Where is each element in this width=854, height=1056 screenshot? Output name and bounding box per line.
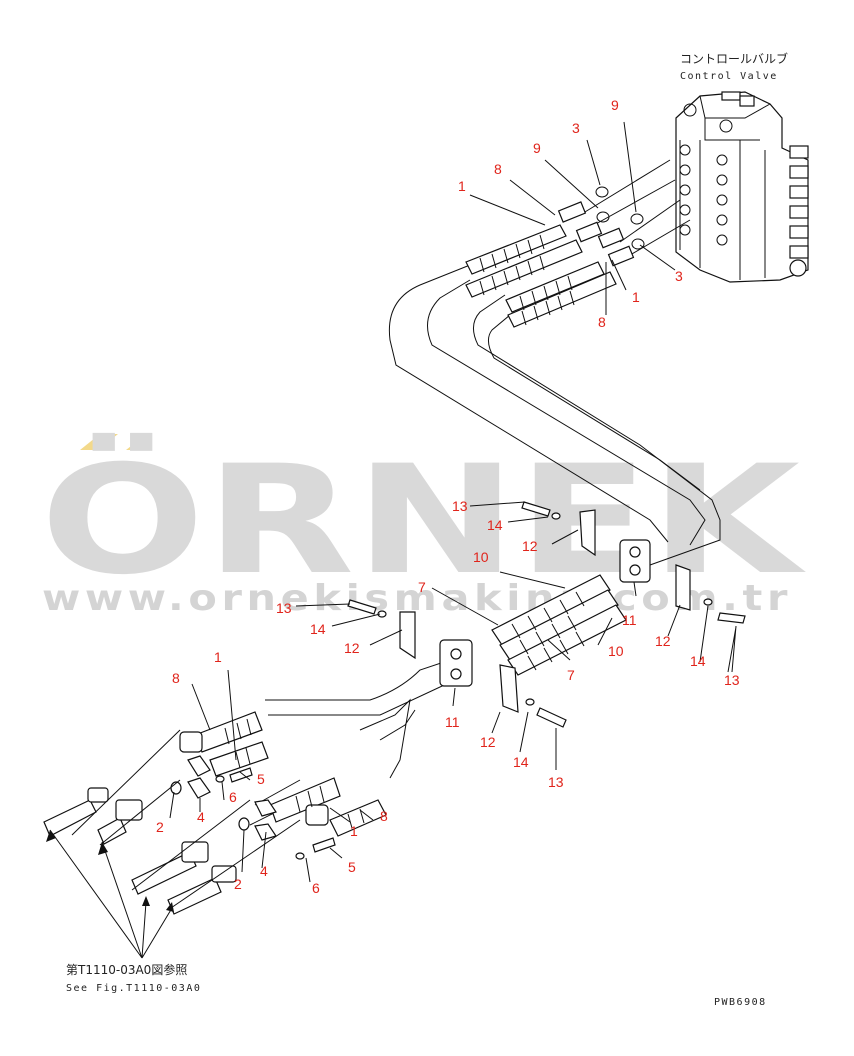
leader-lines xyxy=(169,121,737,883)
callout-number: 14 xyxy=(513,754,529,770)
figure-reference-jp: 第T1110-03A0図参照 xyxy=(66,962,187,977)
callout-number: 8 xyxy=(494,161,502,177)
watermark-accent-right xyxy=(126,434,146,450)
callout-number: 4 xyxy=(197,809,205,825)
callout-number: 12 xyxy=(655,633,671,649)
control-valve-title-en: Control Valve xyxy=(680,71,778,82)
reference-arrows xyxy=(46,829,174,959)
callout-number: 8 xyxy=(380,808,388,824)
callout-number: 3 xyxy=(572,120,580,136)
callout-number: 10 xyxy=(473,549,489,565)
callout-number: 7 xyxy=(567,667,575,683)
drawing-number: PWB6908 xyxy=(714,997,767,1008)
callout-number: 9 xyxy=(611,97,619,113)
callout-number: 5 xyxy=(257,771,265,787)
callout-number: 1 xyxy=(632,289,640,305)
callout-number: 7 xyxy=(418,579,426,595)
callout-number: 14 xyxy=(690,653,706,669)
callout-number: 2 xyxy=(234,876,242,892)
callout-number: 11 xyxy=(622,612,637,628)
hose-routing xyxy=(249,159,721,826)
callout-number: 5 xyxy=(348,859,356,875)
hose-clamp-assembly xyxy=(347,501,746,728)
callout-number: 1 xyxy=(458,178,466,194)
callout-number: 8 xyxy=(172,670,180,686)
callout-number: 12 xyxy=(480,734,496,750)
control-valve-title-jp: コントロールバルブ xyxy=(680,51,788,66)
callout-number: 12 xyxy=(522,538,538,554)
callout-number: 14 xyxy=(310,621,326,637)
callout-number: 1 xyxy=(350,823,358,839)
upper-hose-assemblies xyxy=(465,186,645,328)
lower-hose-fittings xyxy=(43,711,387,915)
callout-number: 8 xyxy=(598,314,606,330)
callout-number: 2 xyxy=(156,819,164,835)
callout-number: 9 xyxy=(533,140,541,156)
callout-number: 6 xyxy=(229,789,237,805)
callout-number: 10 xyxy=(608,643,624,659)
watermark-accent-left xyxy=(80,434,118,450)
callout-number: 11 xyxy=(445,714,460,730)
callout-number: 14 xyxy=(487,517,503,533)
callout-number: 1 xyxy=(214,649,222,665)
callout-numbers: 1 8 9 3 9 3 1 8 13 14 12 10 11 7 13 14 1… xyxy=(156,97,740,896)
callout-number: 12 xyxy=(344,640,360,656)
callout-number: 3 xyxy=(675,268,683,284)
callout-number: 13 xyxy=(452,498,468,514)
callout-number: 13 xyxy=(276,600,292,616)
control-valve-drawing xyxy=(675,91,809,283)
callout-number: 13 xyxy=(548,774,564,790)
callout-number: 4 xyxy=(260,863,268,879)
callout-number: 6 xyxy=(312,880,320,896)
figure-reference-en: See Fig.T1110-03A0 xyxy=(66,983,201,994)
callout-number: 13 xyxy=(724,672,740,688)
